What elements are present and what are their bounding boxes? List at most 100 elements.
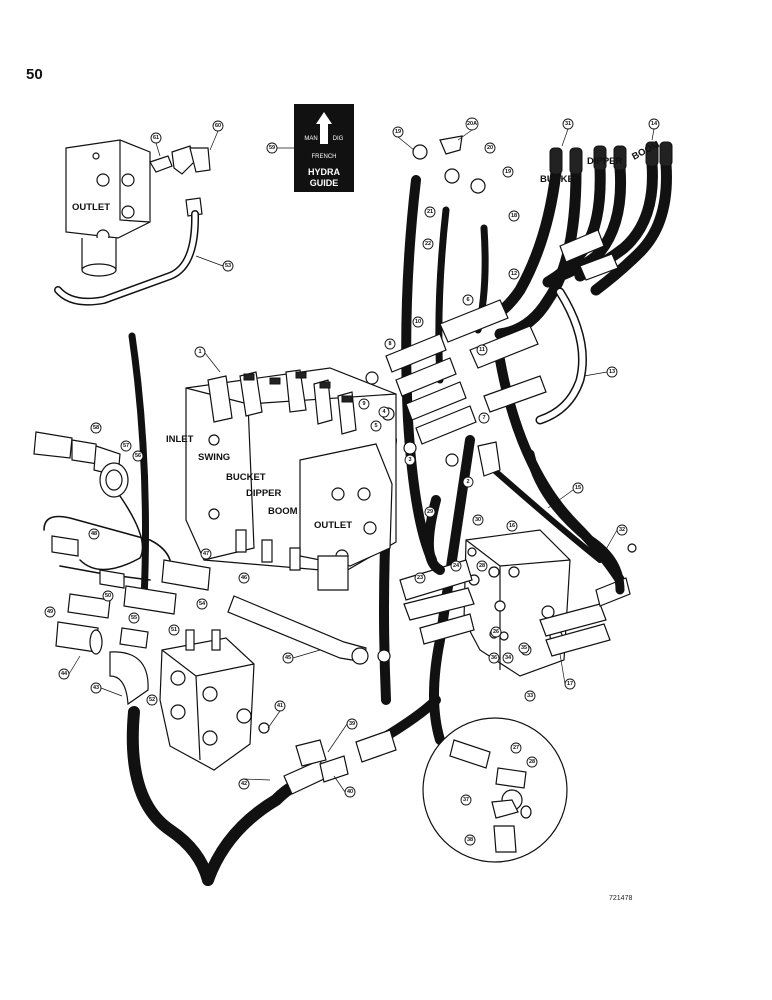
svg-text:3: 3	[408, 457, 411, 463]
svg-text:57: 57	[123, 443, 129, 449]
outlet-detail-block	[54, 139, 211, 306]
svg-text:GUIDE: GUIDE	[310, 178, 339, 188]
svg-text:MAN: MAN	[304, 136, 317, 142]
callout-item: 38	[464, 834, 476, 846]
control-valve-bank	[185, 367, 397, 591]
svg-text:38: 38	[467, 837, 473, 843]
callout-item: 60	[212, 120, 224, 132]
callout-item: 8	[384, 338, 396, 350]
callout-item: 55	[128, 612, 140, 624]
svg-text:32: 32	[619, 527, 625, 533]
callout-item: 41	[274, 700, 286, 712]
callout-item: 33	[524, 690, 536, 702]
callout-item: 7	[478, 412, 490, 424]
label-boom-valve: BOOM	[268, 506, 298, 517]
svg-text:34: 34	[505, 655, 512, 661]
svg-text:53: 53	[225, 263, 231, 269]
callout-item: 61	[150, 132, 162, 144]
callout-item: 18	[508, 210, 520, 222]
svg-text:39: 39	[349, 721, 355, 727]
detail-inset	[422, 717, 568, 863]
svg-text:14: 14	[651, 121, 658, 127]
reference-code: 721478	[609, 895, 633, 902]
svg-text:2: 2	[466, 479, 469, 485]
svg-text:56: 56	[135, 453, 141, 459]
callout-item: 13	[606, 366, 618, 378]
label-dipper-valve: DIPPER	[246, 488, 282, 499]
callout-item: 28	[476, 560, 488, 572]
callout-item: 2	[462, 476, 474, 488]
callout-item: 44	[58, 668, 70, 680]
svg-text:DIG: DIG	[333, 136, 344, 142]
callout-item: 23	[414, 572, 426, 584]
callout-item: 39	[346, 718, 358, 730]
svg-text:36: 36	[491, 655, 497, 661]
svg-text:47: 47	[203, 551, 209, 557]
label-inlet: INLET	[166, 434, 194, 445]
svg-text:59: 59	[269, 145, 275, 151]
svg-text:45: 45	[285, 655, 291, 661]
callout-item: 45	[282, 652, 294, 664]
callout-item: 28	[526, 756, 538, 768]
svg-text:26: 26	[493, 629, 499, 635]
callout-item: 42	[238, 778, 250, 790]
callout-item: 19	[392, 126, 404, 138]
callout-item: 29	[424, 506, 436, 518]
svg-text:48: 48	[91, 531, 97, 537]
svg-text:51: 51	[171, 627, 177, 633]
svg-text:12: 12	[511, 271, 517, 277]
svg-text:21: 21	[427, 209, 433, 215]
svg-text:28: 28	[479, 563, 485, 569]
svg-text:30: 30	[475, 517, 481, 523]
svg-text:6: 6	[466, 297, 469, 303]
callout-item: 26	[490, 626, 502, 638]
callout-item: 59	[266, 142, 278, 154]
callout-item: 1	[194, 346, 206, 358]
svg-text:4: 4	[382, 409, 386, 415]
callout-item: 4	[378, 406, 390, 418]
svg-text:31: 31	[565, 121, 571, 127]
callout-item: 56	[132, 450, 144, 462]
callout-item: 31	[562, 118, 574, 130]
svg-text:24: 24	[453, 563, 460, 569]
callout-item: 53	[222, 260, 234, 272]
callout-item: 14	[648, 118, 660, 130]
svg-text:58: 58	[93, 425, 99, 431]
callout-item: 58	[90, 422, 102, 434]
callout-item: 49	[44, 606, 56, 618]
label-outlet-valve: OUTLET	[314, 520, 352, 531]
callout-item: 52	[146, 694, 158, 706]
svg-text:5: 5	[374, 423, 377, 429]
svg-text:54: 54	[199, 601, 206, 607]
callout-item: 51	[168, 624, 180, 636]
callout-item: 35	[518, 642, 530, 654]
svg-text:20: 20	[487, 145, 493, 151]
callout-item: 3	[404, 454, 416, 466]
svg-text:1: 1	[198, 349, 201, 355]
callout-item: 22	[422, 238, 434, 250]
callout-item: 34	[502, 652, 514, 664]
callout-item: 16	[506, 520, 518, 532]
svg-text:19: 19	[395, 129, 401, 135]
svg-text:61: 61	[153, 135, 159, 141]
svg-text:7: 7	[482, 415, 485, 421]
callout-item: 9	[358, 398, 370, 410]
stabilizer-valve	[399, 449, 637, 677]
svg-text:33: 33	[527, 693, 533, 699]
svg-text:15: 15	[575, 485, 581, 491]
svg-text:29: 29	[427, 509, 433, 515]
callout-item: 48	[88, 528, 100, 540]
callout-item: 11	[476, 344, 488, 356]
svg-text:18: 18	[511, 213, 517, 219]
callout-item: 32	[616, 524, 628, 536]
svg-text:40: 40	[347, 789, 353, 795]
hydra-guide-emblem: MAN DIG FRENCH HYDRA GUIDE	[294, 104, 354, 192]
callout-item: 57	[120, 440, 132, 452]
loose-fittings-left	[33, 332, 149, 604]
svg-text:55: 55	[131, 615, 137, 621]
valve-fittings	[365, 229, 619, 477]
lower-hoses	[126, 695, 441, 886]
callout-item: 50	[102, 590, 114, 602]
